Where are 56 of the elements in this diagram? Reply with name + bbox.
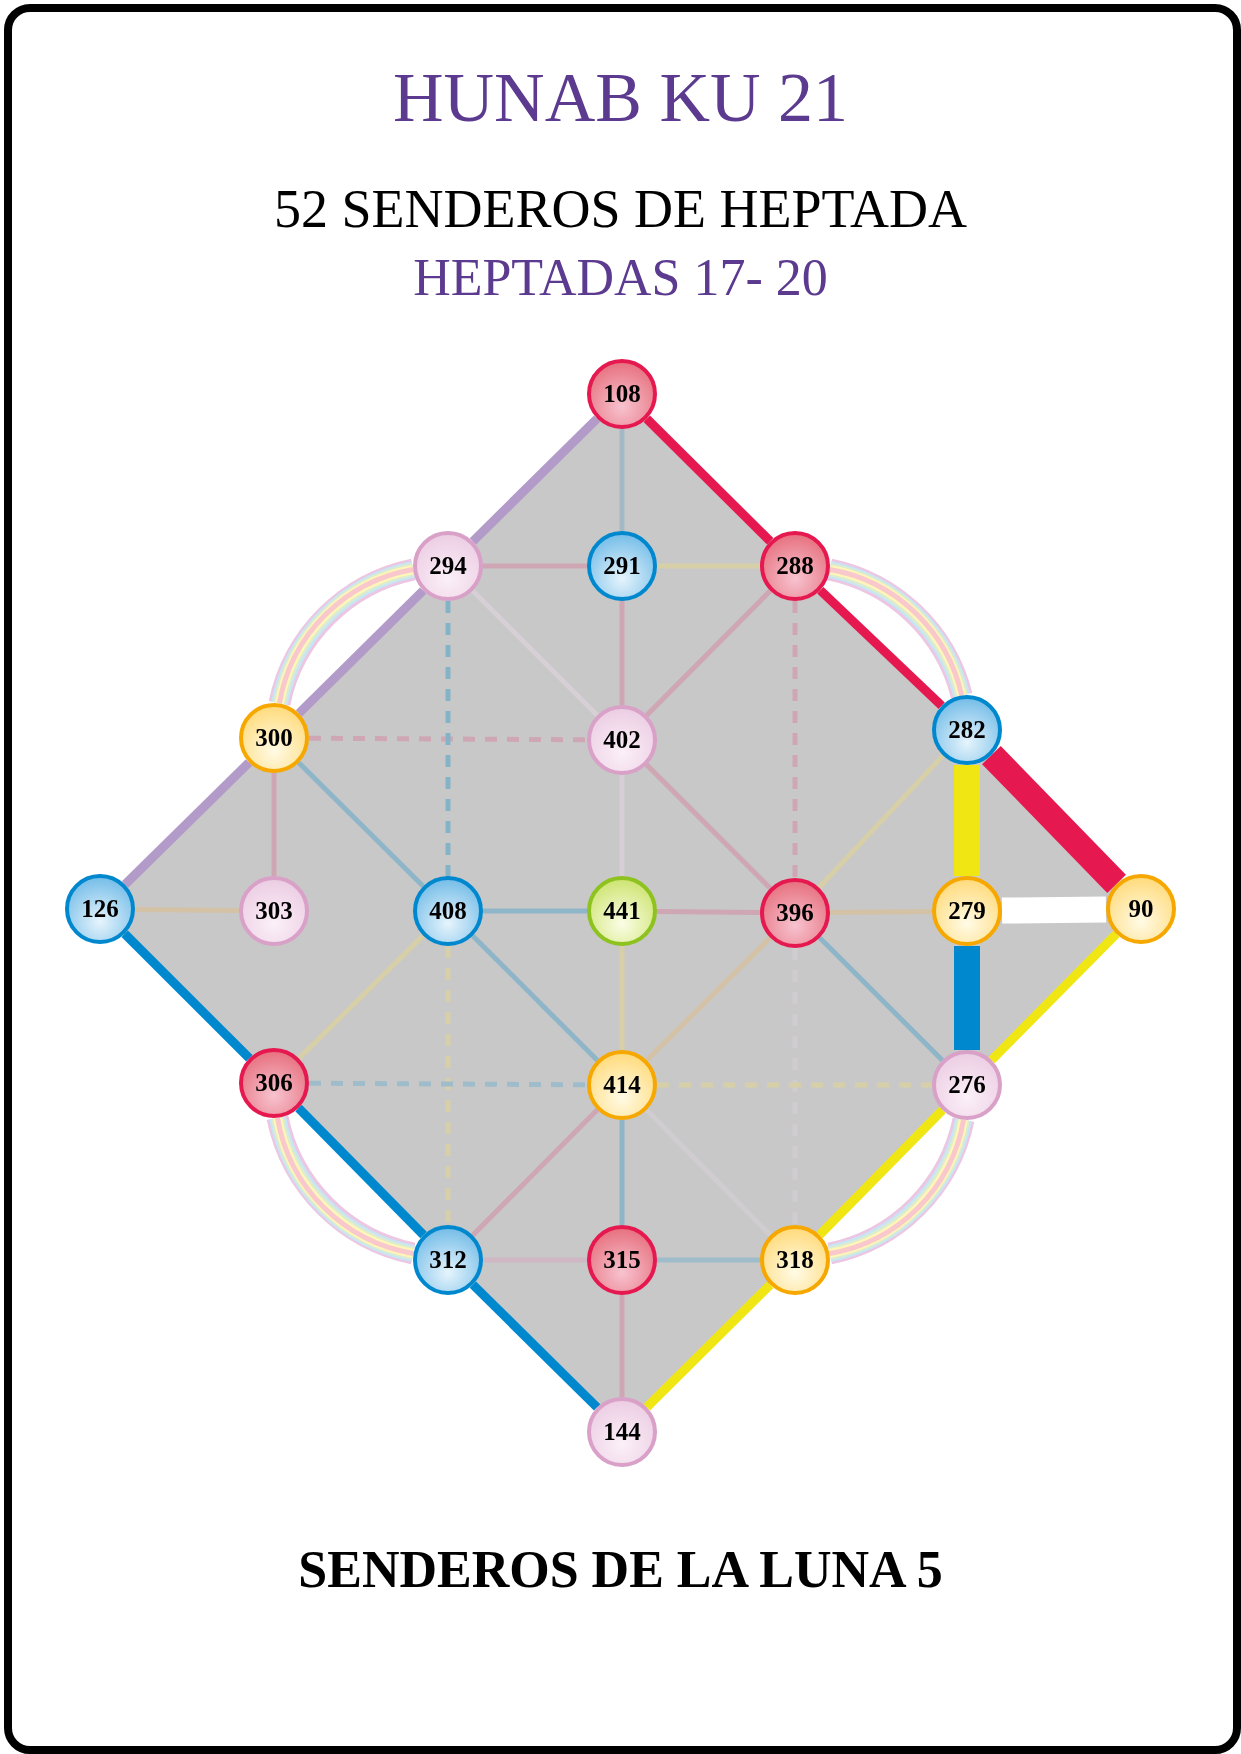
connector-line [619, 601, 625, 705]
connector-line [469, 1281, 601, 1411]
connector-line [644, 762, 773, 891]
connector-line [309, 735, 587, 743]
connector-line [483, 563, 587, 569]
connector-line [470, 588, 600, 718]
connector-line [619, 946, 625, 1050]
connector-line [817, 753, 945, 890]
connector-line [817, 586, 945, 710]
connector-line [619, 775, 625, 876]
connector-line [954, 765, 980, 876]
connector-line [309, 1080, 587, 1088]
connector-line [271, 773, 277, 876]
number-circle: 126 [65, 874, 135, 944]
connector-line [121, 759, 253, 888]
connector-line [297, 760, 425, 889]
connector-line [988, 930, 1120, 1064]
connector-line [829, 908, 933, 916]
connector-line [619, 429, 625, 531]
connector-line [295, 1104, 427, 1239]
connector-line [657, 563, 760, 569]
connector-line [657, 1082, 932, 1088]
connector-line [954, 946, 980, 1050]
connector-line [1001, 896, 1107, 924]
connector-line [982, 746, 1126, 893]
connector-line [295, 587, 427, 717]
subtitle: 52 SENDEROS DE HEPTADA [273, 179, 968, 239]
number-circle: 144 [587, 1397, 657, 1467]
connector-line [644, 589, 773, 717]
connector-line [817, 935, 945, 1063]
connector-line [470, 1108, 600, 1237]
connector-line [483, 908, 587, 914]
number-circle: 108 [587, 359, 657, 429]
connector-line [121, 930, 253, 1062]
connector-line [297, 933, 425, 1061]
connector-line [792, 601, 798, 878]
connector-line [619, 1295, 625, 1397]
caption: SENDEROS DE LA LUNA 5 [298, 1541, 943, 1598]
connector-line [645, 935, 772, 1063]
connector-line [792, 948, 798, 1225]
connector-line [643, 1281, 774, 1411]
connector-line [656, 908, 761, 916]
connector-line [469, 415, 601, 545]
connector-line [445, 946, 451, 1225]
connector-line [470, 933, 600, 1063]
title: HUNAB KU 21 [393, 59, 848, 136]
subtitle: HEPTADAS 17- 20 [413, 249, 828, 306]
connector-line [445, 601, 451, 876]
number-circle: 90 [1106, 874, 1176, 944]
connector-line [619, 1120, 625, 1225]
connector-line [816, 1106, 946, 1239]
connector-line [643, 415, 774, 545]
connector-line [657, 1257, 760, 1263]
connector-line [483, 1257, 587, 1263]
connector-line [644, 1108, 773, 1237]
connector-line [134, 906, 240, 914]
